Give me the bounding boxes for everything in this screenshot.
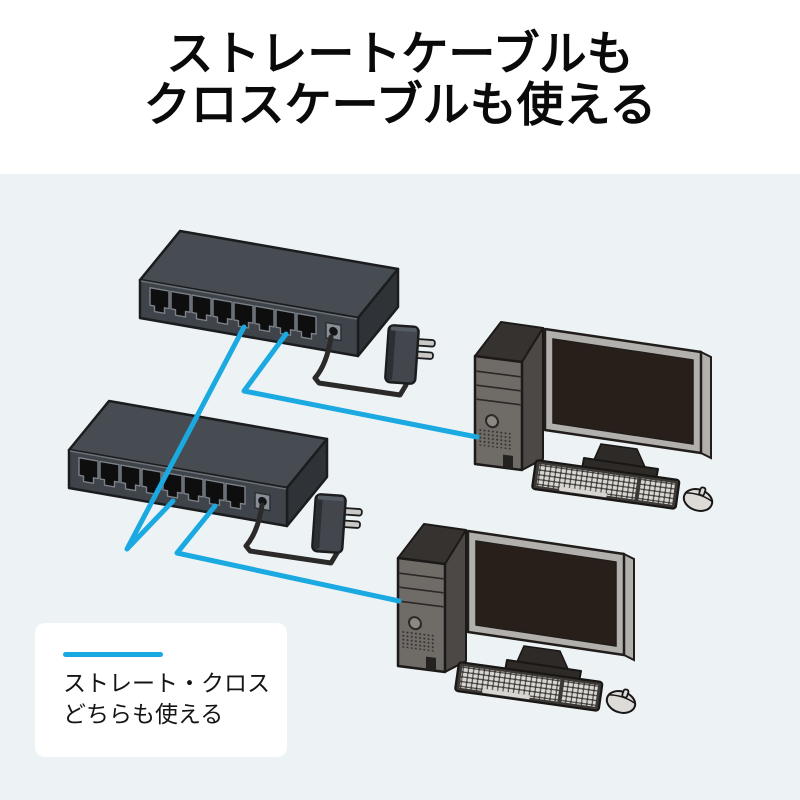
lan-cable-switch-to-switch <box>124 324 247 552</box>
legend-label: ストレート・クロス どちらも使える <box>63 668 270 730</box>
legend-cable-swatch <box>63 652 163 657</box>
lan-cable-switch2-to-pc2 <box>174 503 402 604</box>
legend-card: ストレート・クロス どちらも使える <box>35 623 287 757</box>
headline-line-2: クロスケーブルも使える <box>143 78 657 131</box>
lan-cable-switch1-to-pc1 <box>241 331 480 440</box>
headline-line-1: ストレートケーブルも <box>166 27 634 80</box>
legend-line-1: ストレート・クロス <box>63 670 270 696</box>
page-title: ストレートケーブルも クロスケーブルも使える <box>0 28 800 130</box>
legend-line-2: どちらも使える <box>63 701 224 727</box>
